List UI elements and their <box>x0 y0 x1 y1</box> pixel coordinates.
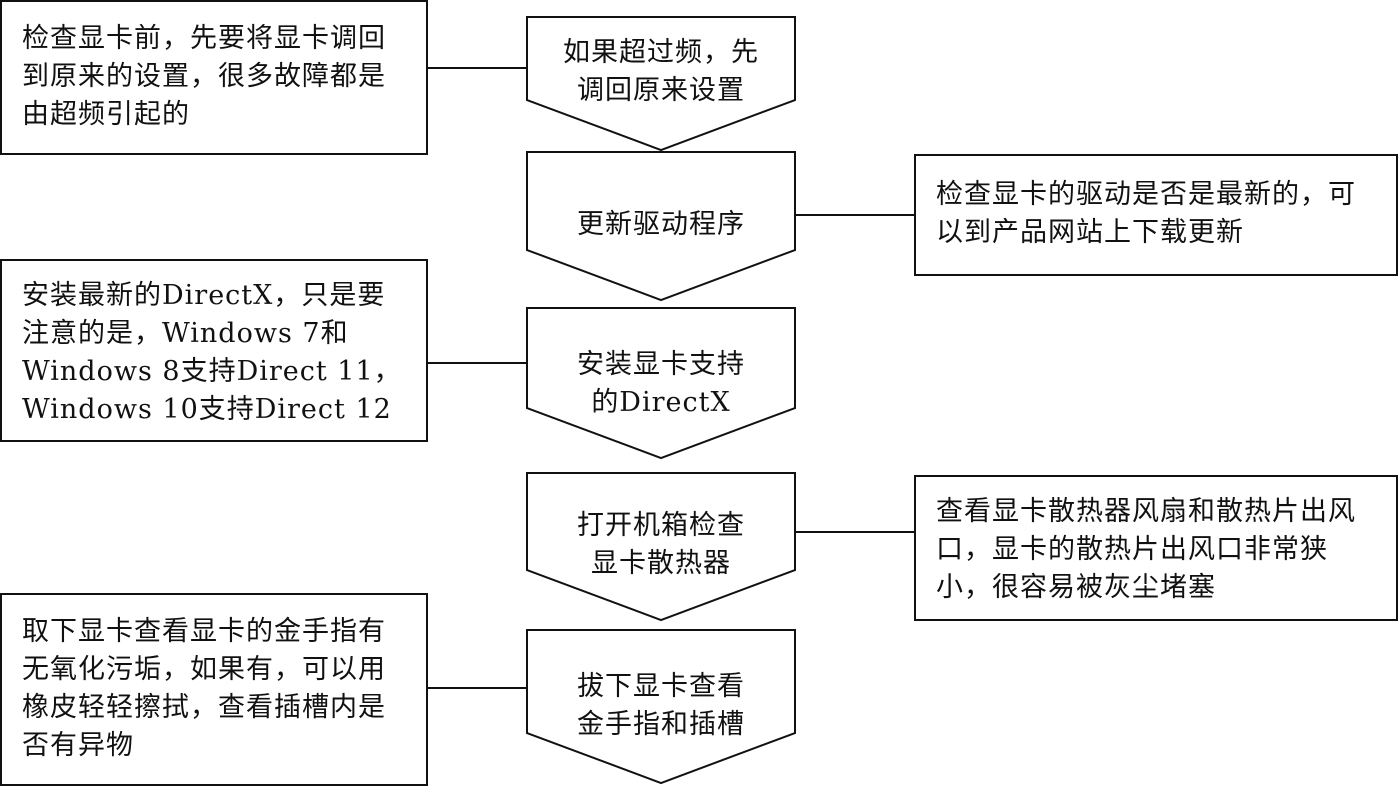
note-overclock: 检查显卡前，先要将显卡调回到原来的设置，很多故障都是由超频引起的 <box>0 0 428 155</box>
step-label-4: 打开机箱检查 显卡散热器 <box>577 510 745 579</box>
step-label-3: 安装显卡支持 的DirectX <box>577 349 745 418</box>
note-directx: 安装最新的DirectX，只是要注意的是，Windows 7和Windows 8… <box>0 259 428 442</box>
step-shape-5 <box>526 629 796 785</box>
step-label-1: 如果超过频，先 调回原来设置 <box>563 37 759 106</box>
step-shape-1 <box>526 16 796 152</box>
step-label-5: 拔下显卡查看 金手指和插槽 <box>577 671 745 740</box>
step-shape-4 <box>526 472 796 622</box>
step-label-2: 更新驱动程序 <box>577 209 745 240</box>
step-shape-2 <box>526 151 796 302</box>
note-goldfinger: 取下显卡查看显卡的金手指有无氧化污垢，如果有，可以用橡皮轻轻擦拭，查看插槽内是否… <box>0 593 428 786</box>
note-heatsink: 查看显卡散热器风扇和散热片出风口，显卡的散热片出风口非常狭小，很容易被灰尘堵塞 <box>914 475 1398 621</box>
step-shape-3 <box>526 307 796 460</box>
note-driver: 检查显卡的驱动是否是最新的，可以到产品网站上下载更新 <box>914 154 1398 276</box>
